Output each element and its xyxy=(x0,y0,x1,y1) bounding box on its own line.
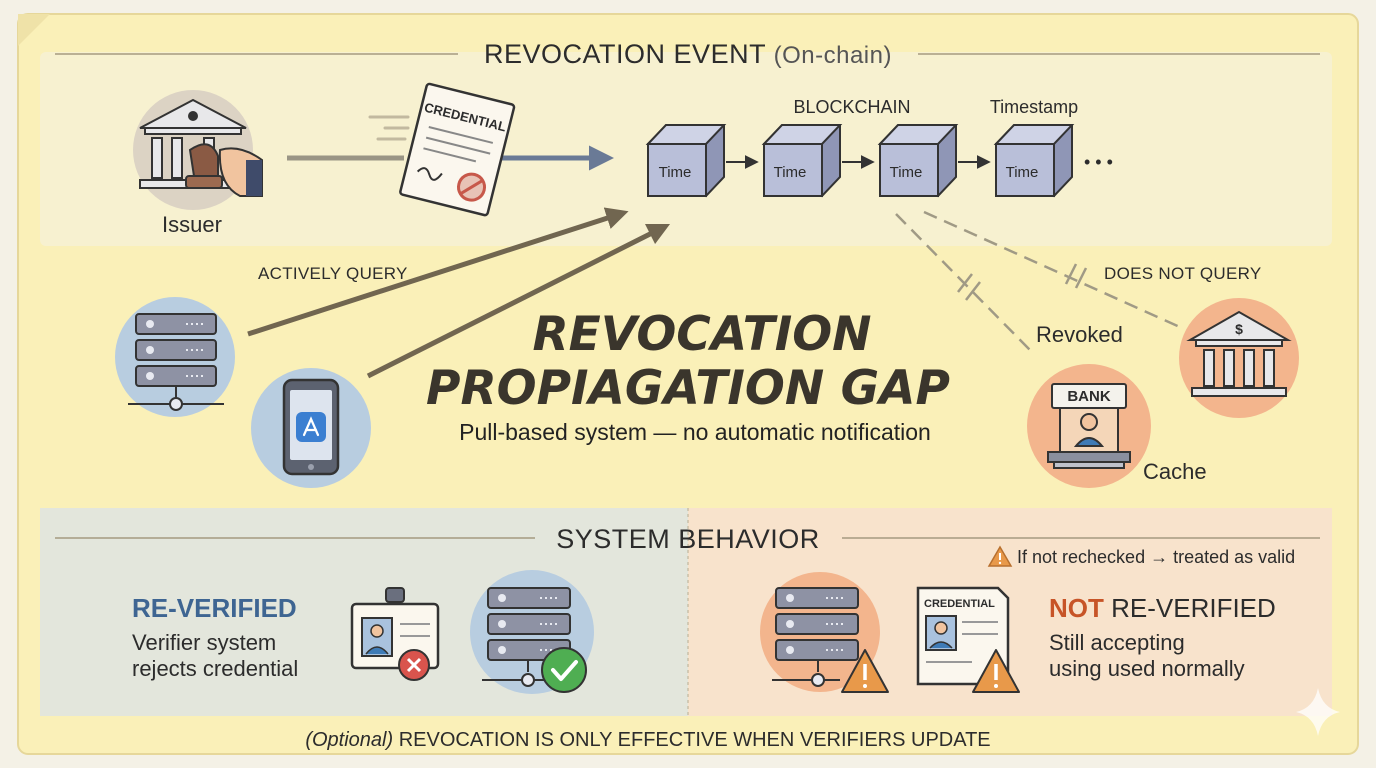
server-warning-icon xyxy=(841,649,889,693)
server-query-arrow xyxy=(247,207,629,337)
block-4: Time xyxy=(993,124,1075,198)
institution-bank-icon: $ xyxy=(1179,298,1299,418)
behavior-title: SYSTEM BEHAVIOR xyxy=(556,524,820,554)
success-check-icon xyxy=(541,647,587,693)
not-re-verified-desc-line-1: Still accepting xyxy=(1049,630,1185,655)
chain-continues-ellipsis: • • • xyxy=(1084,152,1113,172)
svg-text:Time: Time xyxy=(1006,164,1039,181)
warning-icon xyxy=(987,545,1013,567)
institution-link-break-mark xyxy=(1074,267,1088,289)
unchecked-doc-label: CREDENTIAL xyxy=(924,598,995,610)
bank-link-break-mark xyxy=(957,273,973,293)
sparkle-decoration xyxy=(1296,688,1340,736)
blockchain-blocks: Time Time Time Time • • • xyxy=(645,124,1113,198)
gap-headline-line-2: PROPIAGATION GAP xyxy=(426,361,950,416)
cache-label: Cache xyxy=(1143,459,1207,484)
timestamp-label: Timestamp xyxy=(990,97,1078,117)
revoked-label: Revoked xyxy=(1036,322,1123,347)
institution-no-query-link xyxy=(923,210,1183,330)
block-3: Time xyxy=(877,124,959,198)
mobile-app-icon xyxy=(251,368,371,488)
svg-text:Time: Time xyxy=(890,164,923,181)
pull-based-note: Pull-based system — no automatic notific… xyxy=(459,419,931,445)
paper-corner-curl xyxy=(18,14,50,46)
bank-dollar-sign: $ xyxy=(1235,321,1243,337)
bank-link-break-mark xyxy=(965,281,981,301)
verifier-server-icon xyxy=(115,297,235,417)
gap-headline-line-1: REVOCATION xyxy=(532,307,871,362)
bank-no-query-link xyxy=(895,213,1031,351)
unchecked-credential-document: CREDENTIAL xyxy=(916,586,1010,686)
re-verified-desc-line-1: Verifier system xyxy=(132,630,276,655)
bank-teller-icon: BANK xyxy=(1027,364,1151,488)
block-2: Time xyxy=(761,124,843,198)
block-1: Time xyxy=(645,124,727,198)
not-re-verified-title: NOT RE-VERIFIED xyxy=(1049,593,1276,623)
does-not-query-label: DOES NOT QUERY xyxy=(1104,264,1262,283)
not-re-verified-desc-line-2: using used normally xyxy=(1049,656,1245,681)
actively-query-label: ACTIVELY QUERY xyxy=(258,264,408,283)
mobile-query-arrow xyxy=(366,223,671,379)
not-rechecked-warning: If not rechecked → treated as valid xyxy=(1017,547,1295,567)
svg-text:Time: Time xyxy=(774,164,807,181)
bank-sign-text: BANK xyxy=(1067,388,1110,405)
unchecked-server-icon xyxy=(760,572,880,692)
stamp-hand-icon xyxy=(185,143,263,197)
svg-text:Time: Time xyxy=(659,164,692,181)
institution-link-break-mark xyxy=(1064,263,1078,285)
re-verified-desc-line-2: rejects credential xyxy=(132,656,298,681)
footer-note: (Optional) REVOCATION IS ONLY EFFECTIVE … xyxy=(305,729,990,751)
top-title: REVOCATION EVENT (On-chain) xyxy=(484,39,892,69)
issuer-label: Issuer xyxy=(162,212,222,237)
document-warning-icon xyxy=(972,649,1020,693)
re-verified-title: RE-VERIFIED xyxy=(132,593,297,623)
blockchain-label: BLOCKCHAIN xyxy=(793,97,910,117)
rejected-id-card-icon xyxy=(350,587,440,681)
revoked-credential-document: CREDENTIAL xyxy=(399,82,516,217)
